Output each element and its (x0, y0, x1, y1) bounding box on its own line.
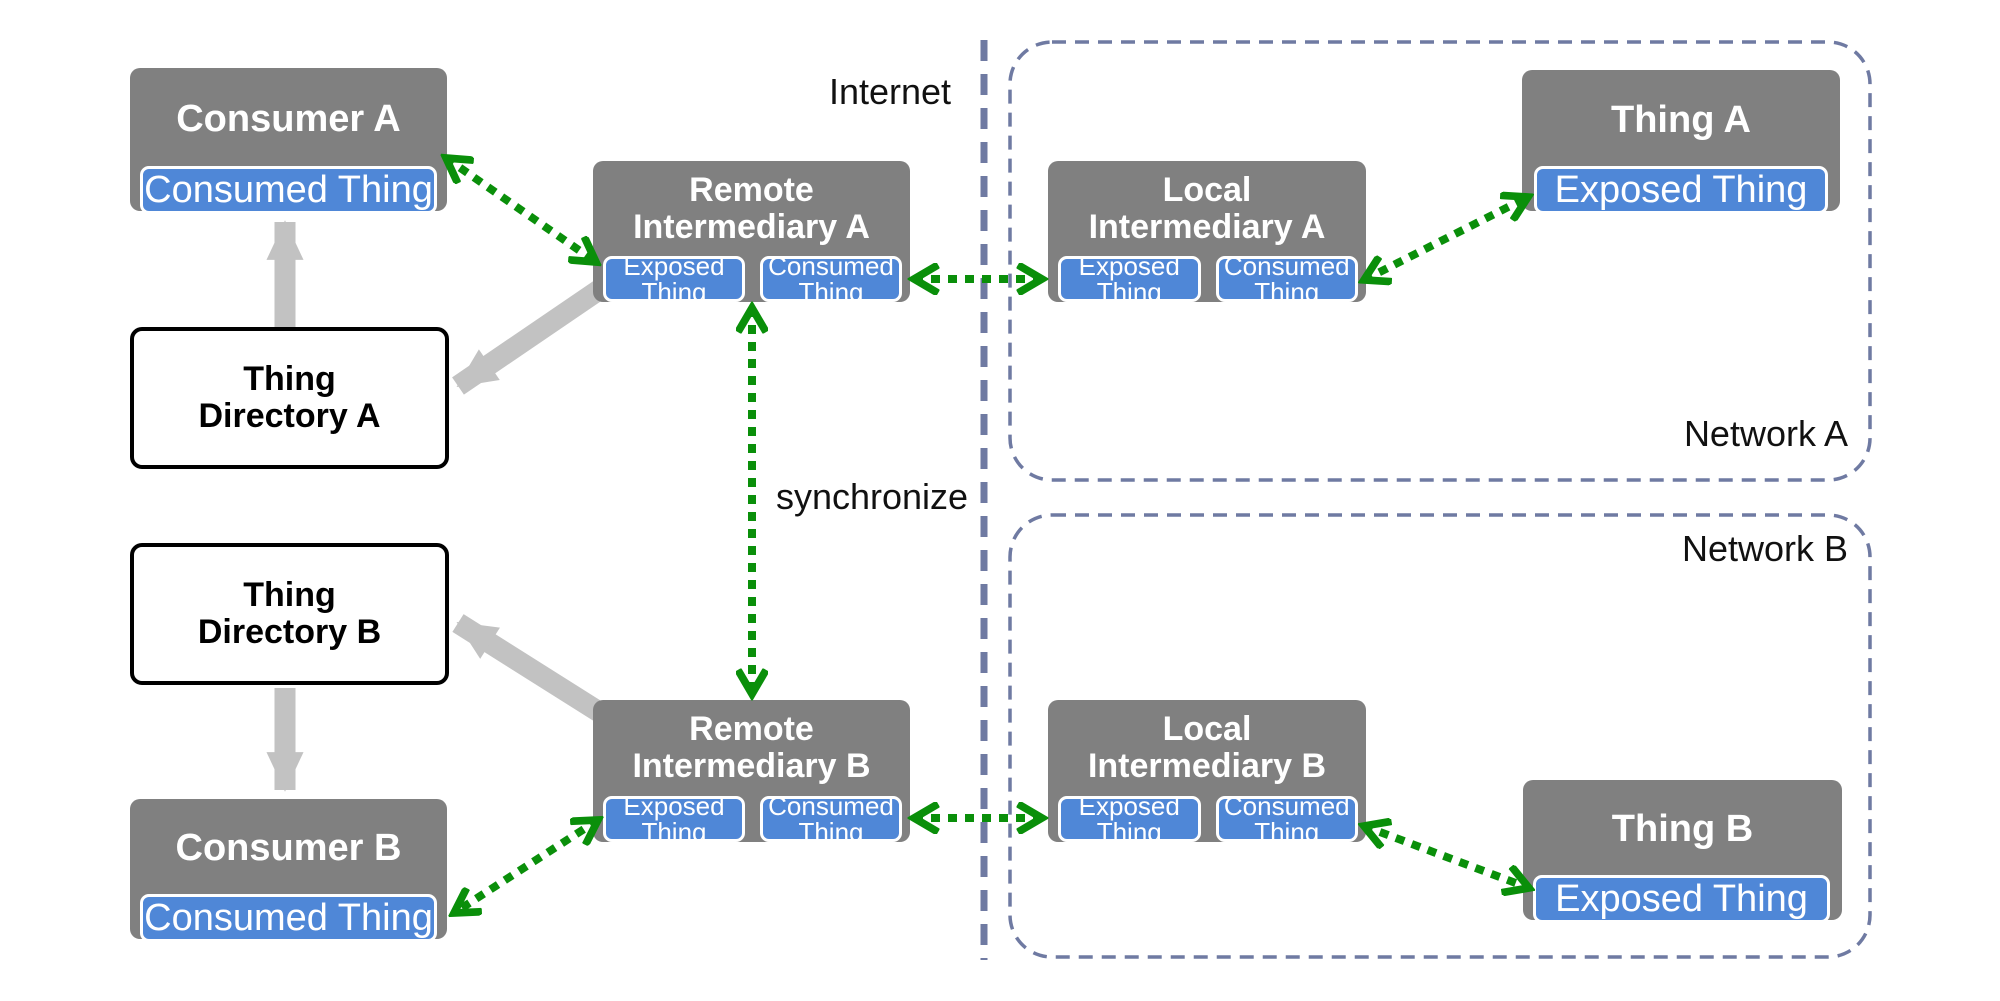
link-remoteIntB-consumerB (454, 820, 598, 913)
node-remote-intermediary-a: Remote Intermediary A Exposed Thing Cons… (593, 161, 910, 305)
synchronize-label: synchronize (775, 476, 969, 517)
node-consumer-b: Consumer B Consumed Thing (130, 799, 447, 942)
node-thing-directory-a: Thing Directory A (130, 327, 449, 469)
thing-a-title: Thing A (1611, 98, 1751, 141)
local-intermediary-b-ports: Exposed Thing Consumed Thing (1058, 793, 1358, 845)
local-intermediary-b-exposed-thing-port: Exposed Thing (1058, 793, 1201, 845)
consumer-a-title: Consumer A (176, 97, 401, 140)
consumer-a-consumed-thing-port: Consumed Thing (140, 166, 437, 214)
consumer-b-title: Consumer B (175, 827, 402, 870)
thing-directory-a-title: Thing Directory A (198, 359, 381, 435)
network-a-label: Network A (1683, 413, 1848, 454)
local-intermediary-a-ports: Exposed Thing Consumed Thing (1058, 253, 1358, 305)
link-consumerA-remoteIntA (446, 158, 596, 262)
remote-intermediary-a-ports: Exposed Thing Consumed Thing (603, 253, 902, 305)
node-local-intermediary-b: Local Intermediary B Exposed Thing Consu… (1048, 700, 1366, 845)
local-intermediary-a-exposed-thing-port: Exposed Thing (1058, 253, 1201, 305)
node-local-intermediary-a: Local Intermediary A Exposed Thing Consu… (1048, 161, 1366, 305)
node-remote-intermediary-b: Remote Intermediary B Exposed Thing Cons… (593, 700, 910, 845)
node-consumer-a: Consumer A Consumed Thing (130, 68, 447, 214)
local-intermediary-b-title: Local Intermediary B (1087, 710, 1327, 785)
remote-intermediary-b-consumed-thing-port: Consumed Thing (760, 793, 902, 845)
thing-a-exposed-thing-port: Exposed Thing (1534, 166, 1828, 214)
link-localIntA-thingA (1364, 197, 1528, 280)
node-thing-directory-b: Thing Directory B (130, 543, 449, 685)
remote-intermediary-a-exposed-thing-port: Exposed Thing (603, 253, 745, 305)
local-intermediary-b-consumed-thing-port: Consumed Thing (1215, 793, 1358, 845)
node-thing-b: Thing B Exposed Thing (1523, 780, 1842, 923)
thing-directory-b-title: Thing Directory B (197, 575, 382, 651)
consumer-b-consumed-thing-port: Consumed Thing (140, 894, 437, 942)
remote-intermediary-a-title: Remote Intermediary A (633, 171, 870, 246)
node-thing-a: Thing A Exposed Thing (1522, 70, 1840, 214)
thing-b-exposed-thing-port: Exposed Thing (1533, 875, 1830, 923)
internet-label: Internet (828, 71, 952, 112)
local-intermediary-a-title: Local Intermediary A (1088, 171, 1326, 246)
remote-intermediary-a-consumed-thing-port: Consumed Thing (760, 253, 902, 305)
thing-b-title: Thing B (1611, 808, 1754, 851)
local-intermediary-a-consumed-thing-port: Consumed Thing (1215, 253, 1358, 305)
remote-intermediary-b-exposed-thing-port: Exposed Thing (603, 793, 745, 845)
link-localIntB-thingB (1364, 826, 1529, 888)
remote-intermediary-b-title: Remote Intermediary B (632, 710, 871, 785)
network-b-label: Network B (1681, 528, 1848, 569)
remote-intermediary-b-ports: Exposed Thing Consumed Thing (603, 793, 902, 845)
